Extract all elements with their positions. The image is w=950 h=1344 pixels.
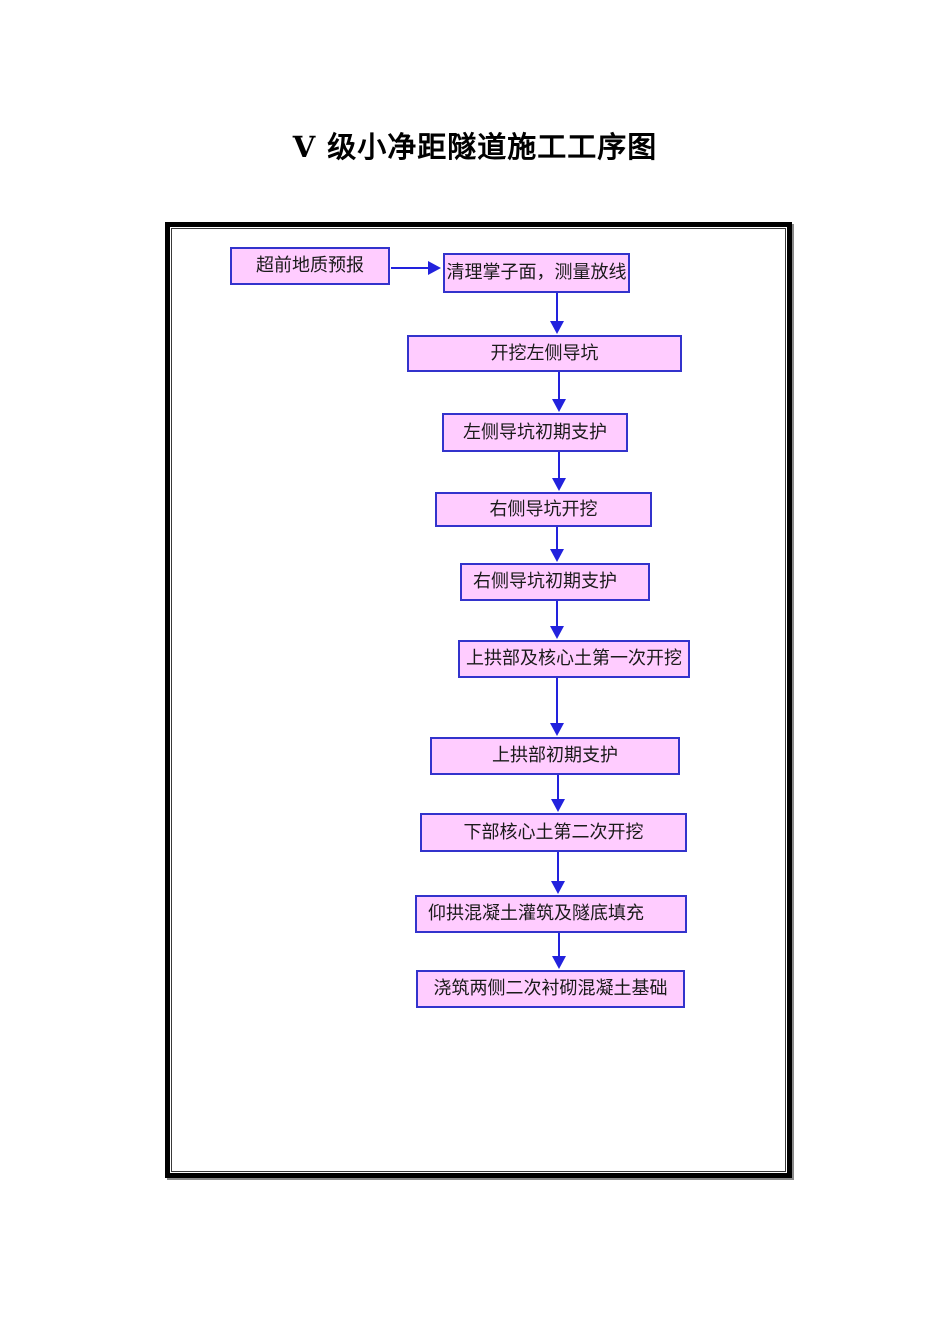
flow-box-label: 上拱部及核心土第一次开挖 [466, 648, 682, 669]
flow-box-6: 右侧导坑初期支护 [460, 563, 650, 601]
flow-box-label: 上拱部初期支护 [492, 745, 618, 766]
flow-box-3: 开挖左侧导坑 [407, 335, 682, 372]
flow-box-7: 上拱部及核心土第一次开挖 [458, 640, 690, 678]
flow-box-label: 超前地质预报 [256, 255, 364, 276]
flow-box-label: 左侧导坑初期支护 [463, 421, 607, 443]
page-border-inner-line [171, 228, 786, 1172]
flow-box-label: 右侧导坑初期支护 [473, 571, 617, 592]
page-title: V 级小净距隧道施工工序图 [292, 130, 658, 164]
flow-box-label: 右侧导坑开挖 [489, 498, 598, 520]
flow-box-1: 超前地质预报 [230, 247, 390, 285]
flow-box-label: 仰拱混凝土灌筑及隧底填充 [428, 903, 644, 924]
page-border-frame [165, 222, 792, 1178]
flow-box-4: 左侧导坑初期支护 [442, 413, 628, 452]
flow-box-5: 右侧导坑开挖 [435, 492, 652, 527]
flow-box-9: 下部核心土第二次开挖 [420, 813, 687, 852]
flow-box-11: 浇筑两侧二次衬砌混凝土基础 [416, 970, 685, 1008]
flow-box-8: 上拱部初期支护 [430, 737, 680, 775]
flow-box-label: 下部核心土第二次开挖 [463, 821, 644, 843]
flow-box-label: 浇筑两侧二次衬砌混凝土基础 [433, 978, 668, 999]
flow-box-10: 仰拱混凝土灌筑及隧底填充 [415, 895, 687, 933]
flow-box-label: 开挖左侧导坑 [490, 342, 599, 364]
flow-box-label: 清理掌子面，测量放线 [446, 262, 627, 283]
flow-box-2: 清理掌子面，测量放线 [443, 253, 630, 293]
